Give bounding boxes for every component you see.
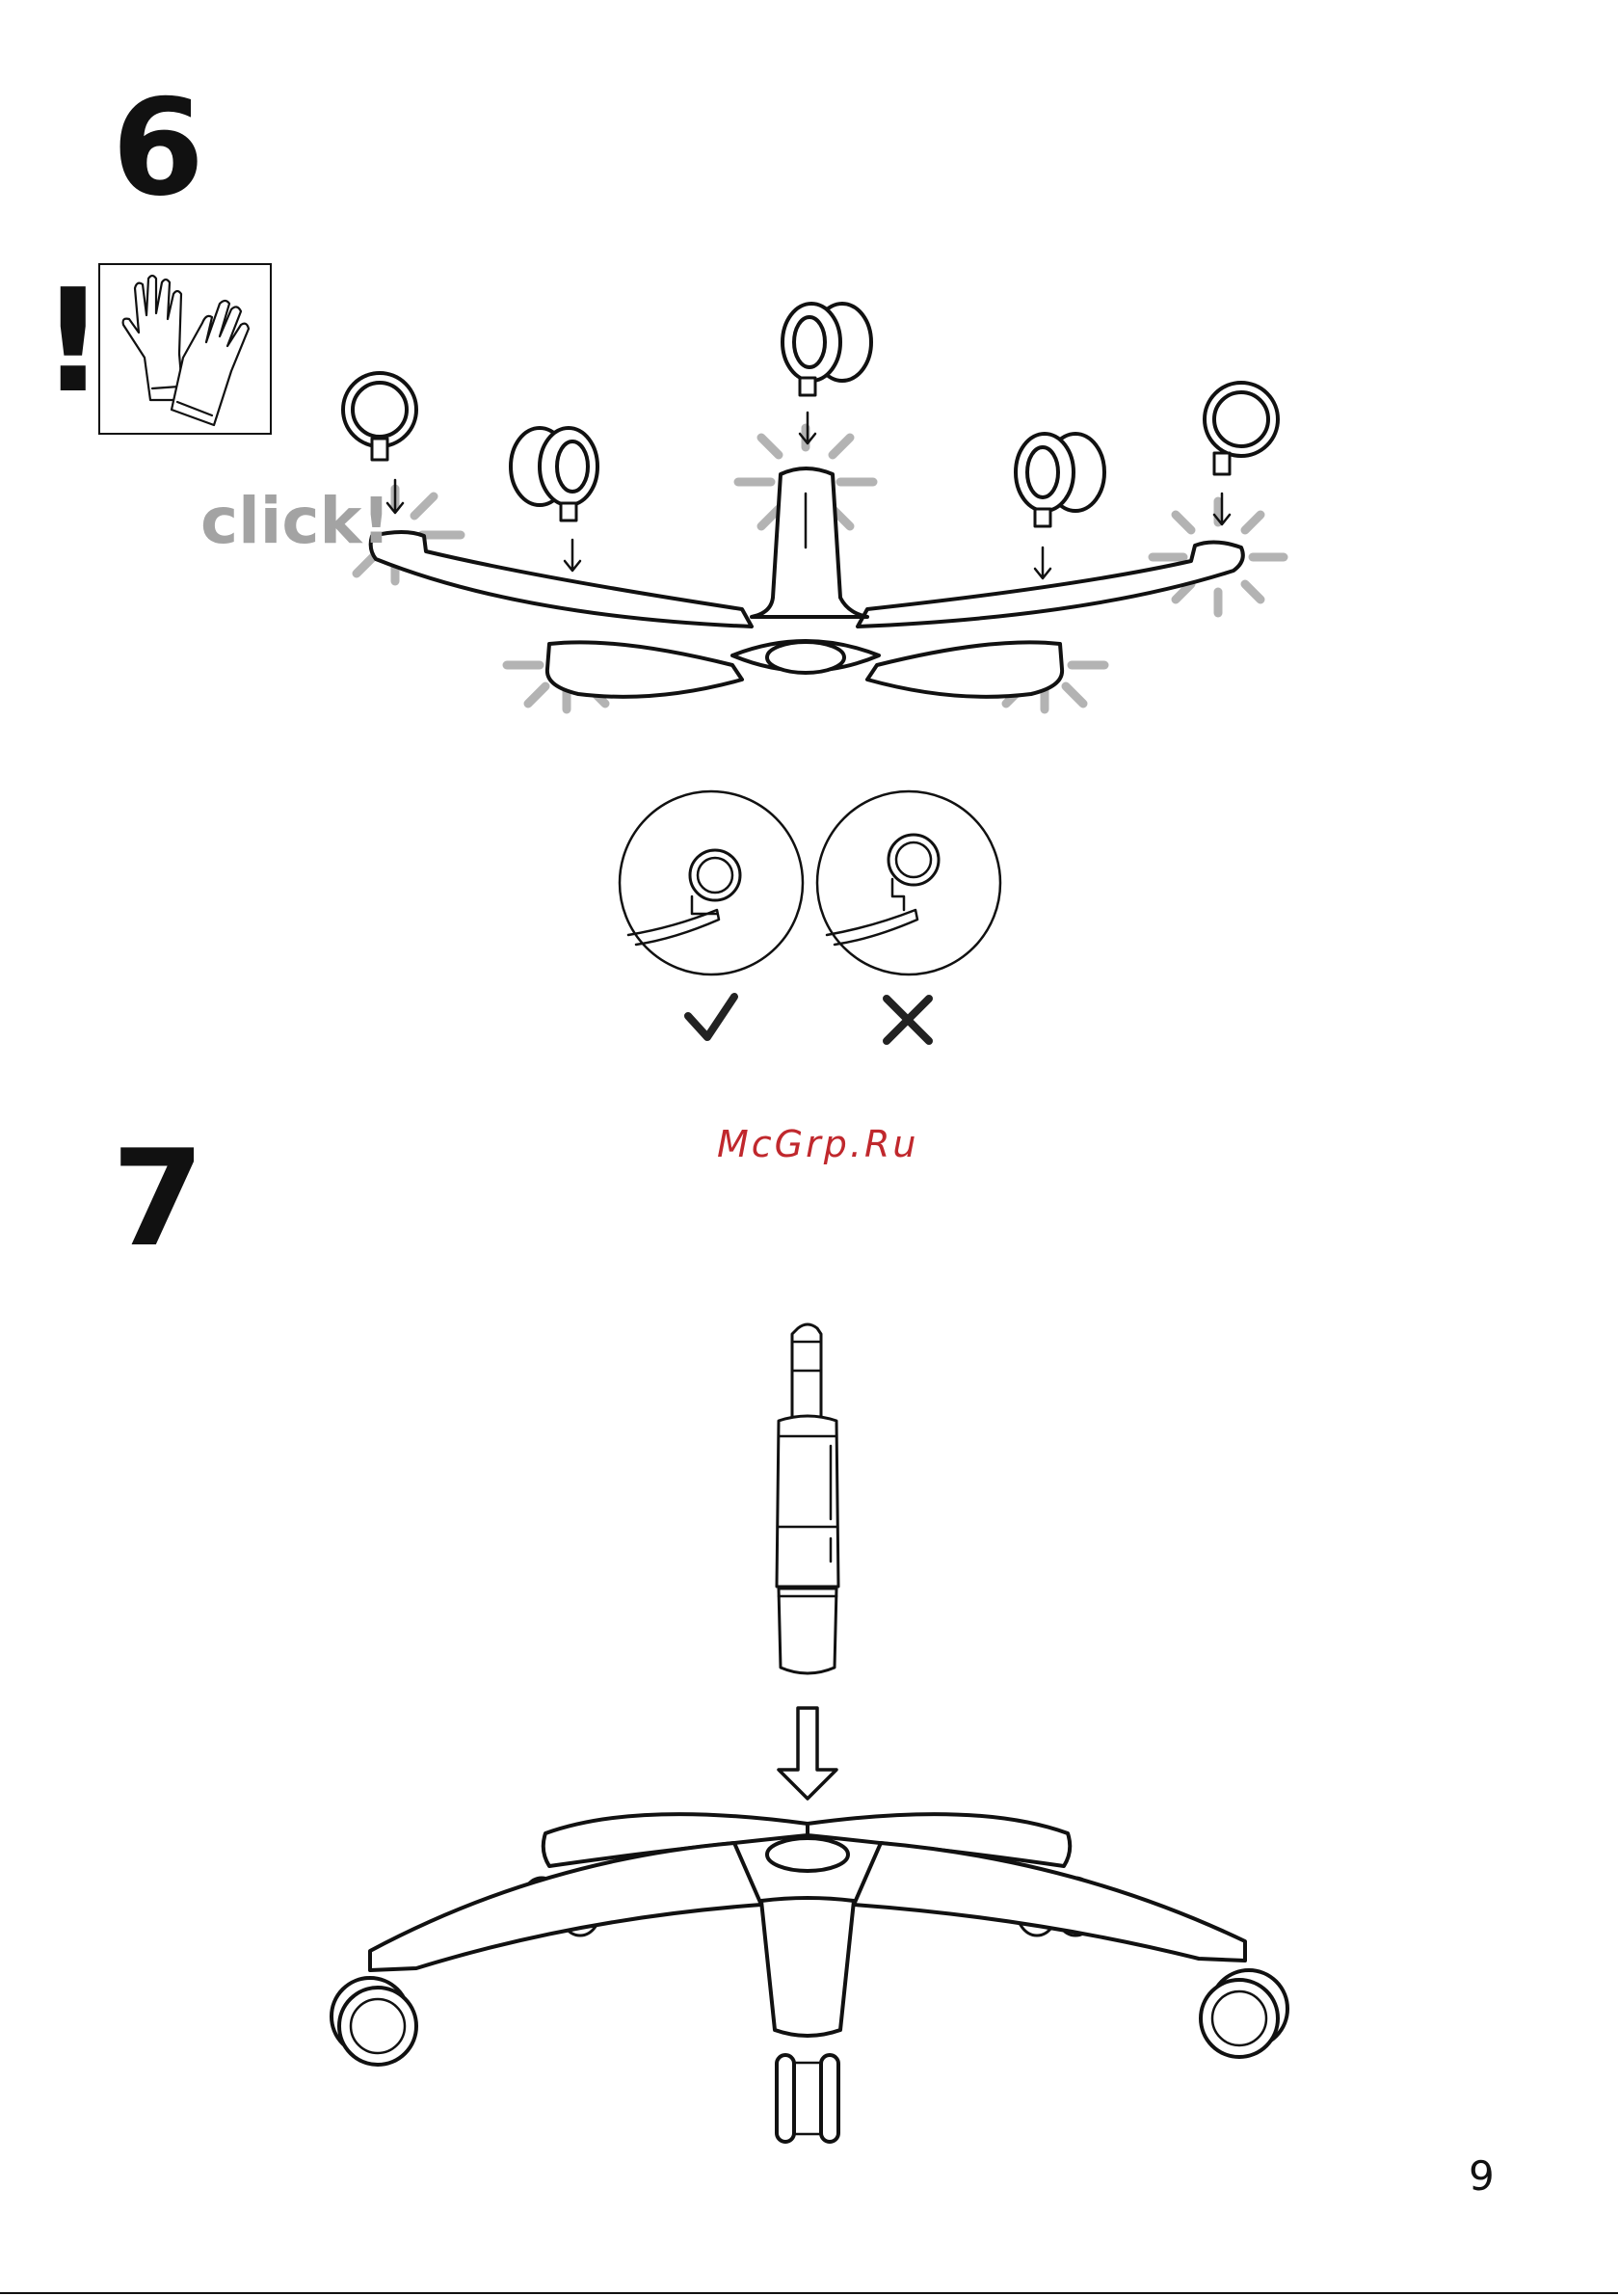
front-caster-right — [1201, 1970, 1287, 2057]
step-7-number: 7 — [112, 1133, 204, 1266]
caster-3 — [782, 304, 871, 443]
insert-arrow-icon — [779, 1708, 836, 1799]
bottom-rule — [0, 2292, 1618, 2294]
checkmark-icon — [688, 997, 734, 1037]
step7-illustration — [0, 1272, 1618, 2178]
incorrect-fit-detail — [817, 791, 1000, 974]
front-caster-left — [332, 1978, 416, 2065]
page-number: 9 — [1469, 2156, 1495, 2197]
caster-2 — [511, 428, 597, 571]
gas-cylinder — [777, 1324, 838, 1673]
click-label: click! — [200, 490, 390, 553]
watermark: McGrp.Ru — [717, 1126, 918, 1162]
front-caster-center — [777, 2055, 838, 2142]
chair-base — [332, 1814, 1287, 2142]
cross-icon — [887, 999, 929, 1041]
caster-4 — [1016, 434, 1104, 578]
correct-fit-detail — [620, 791, 803, 974]
